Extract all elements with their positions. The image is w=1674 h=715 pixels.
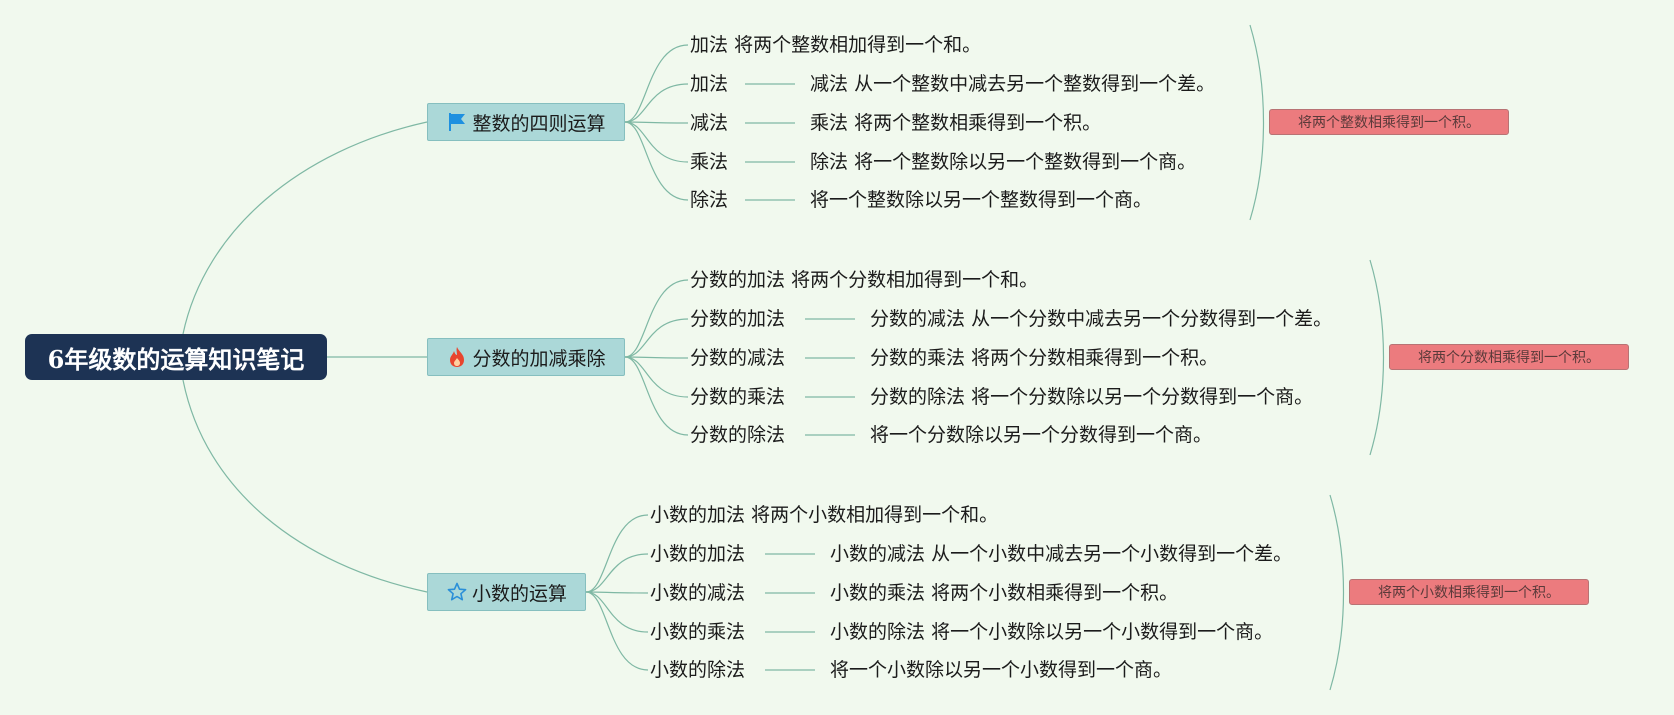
edge-branch-2-row-4 [585, 591, 649, 671]
edge-branch-0-row-3 [624, 121, 689, 163]
integer-row-4-right[interactable]: 将一个整数除以另一个整数得到一个商。 [810, 189, 1153, 211]
fraction-row-1-desc: 从一个分数中减去另一个分数得到一个差。 [971, 308, 1333, 330]
decimal-top-item[interactable]: 小数的加法 将两个小数相加得到一个和。 [650, 502, 998, 528]
edge-branch-2-row-1 [585, 553, 649, 593]
fraction-row-2-op: 分数的乘法 [870, 347, 966, 369]
decimal-row-1-right[interactable]: 小数的减法 从一个小数中减去另一个小数得到一个差。 [830, 541, 1292, 567]
edge-root-integer [182, 121, 428, 335]
integer-row-2-left[interactable]: 减法 [690, 112, 729, 134]
branch-fraction-label: 分数的加减乘除 [472, 347, 606, 370]
root-topic-label: 6年级数的运算知识笔记 [47, 344, 305, 374]
fraction-top-op: 分数的加法 [690, 269, 786, 291]
fire-icon [446, 346, 468, 368]
edge-root-decimal [182, 379, 428, 593]
decimal-row-2-left[interactable]: 小数的减法 [650, 582, 746, 604]
integer-top-desc: 将两个整数相加得到一个和。 [734, 34, 982, 56]
fraction-row-4-right[interactable]: 将一个分数除以另一个分数得到一个商。 [870, 424, 1213, 446]
edge-branch-1-row-4 [624, 356, 689, 436]
decimal-top-desc: 将两个小数相加得到一个和。 [751, 504, 999, 526]
integer-row-2-right[interactable]: 乘法 将两个整数相乘得到一个积。 [810, 110, 1101, 136]
decimal-row-3-desc: 将一个小数除以另一个小数得到一个商。 [931, 621, 1274, 643]
edge-branch-2-row-0 [585, 514, 649, 593]
edge-branch-0-row-1 [624, 83, 689, 123]
decimal-note[interactable]: 将两个小数相乘得到一个积。 [1349, 579, 1589, 605]
edge-branch-2-row-3 [585, 591, 649, 633]
edge-branch-0-row-0 [624, 44, 689, 123]
summary-bracket-1 [1369, 259, 1385, 456]
decimal-row-2-right[interactable]: 小数的乘法 将两个小数相乘得到一个积。 [830, 580, 1178, 606]
branch-decimal-label: 小数的运算 [471, 582, 567, 605]
integer-row-2-desc: 将两个整数相乘得到一个积。 [854, 112, 1102, 134]
decimal-row-2-op: 小数的乘法 [830, 582, 926, 604]
integer-row-3-right[interactable]: 除法 将一个整数除以另一个整数得到一个商。 [810, 149, 1196, 175]
edge-branch-0-row-4 [624, 121, 689, 201]
decimal-row-1-desc: 从一个小数中减去另一个小数得到一个差。 [931, 543, 1293, 565]
decimal-row-1-left[interactable]: 小数的加法 [650, 543, 746, 565]
edge-branch-1-row-2 [624, 356, 689, 359]
integer-row-2-op: 乘法 [810, 112, 849, 134]
branch-decimal[interactable]: 小数的运算 [427, 573, 586, 611]
root-topic[interactable]: 6年级数的运算知识笔记 [25, 334, 327, 380]
integer-note[interactable]: 将两个整数相乘得到一个积。 [1269, 109, 1509, 135]
fraction-top-item[interactable]: 分数的加法 将两个分数相加得到一个和。 [690, 267, 1038, 293]
fraction-note[interactable]: 将两个分数相乘得到一个积。 [1389, 344, 1629, 370]
integer-row-3-desc: 将一个整数除以另一个整数得到一个商。 [854, 151, 1197, 173]
fraction-row-2-right[interactable]: 分数的乘法 将两个分数相乘得到一个积。 [870, 345, 1218, 371]
integer-top-op: 加法 [690, 34, 729, 56]
decimal-row-4-left[interactable]: 小数的除法 [650, 659, 746, 681]
integer-row-1-desc: 从一个整数中减去另一个整数得到一个差。 [854, 73, 1216, 95]
fraction-row-3-right[interactable]: 分数的除法 将一个分数除以另一个分数得到一个商。 [870, 384, 1313, 410]
summary-bracket-2 [1329, 494, 1345, 691]
fraction-row-1-op: 分数的减法 [870, 308, 966, 330]
edge-branch-2-row-2 [585, 591, 649, 594]
decimal-row-3-left[interactable]: 小数的乘法 [650, 621, 746, 643]
edge-branch-1-row-1 [624, 318, 689, 358]
fraction-row-2-desc: 将两个分数相乘得到一个积。 [971, 347, 1219, 369]
fraction-row-4-left[interactable]: 分数的除法 [690, 424, 786, 446]
edge-branch-0-row-2 [624, 121, 689, 124]
decimal-row-3-op: 小数的除法 [830, 621, 926, 643]
integer-row-1-left[interactable]: 加法 [690, 73, 729, 95]
fraction-row-1-right[interactable]: 分数的减法 从一个分数中减去另一个分数得到一个差。 [870, 306, 1332, 332]
fraction-row-3-desc: 将一个分数除以另一个分数得到一个商。 [971, 386, 1314, 408]
integer-row-1-right[interactable]: 减法 从一个整数中减去另一个整数得到一个差。 [810, 71, 1215, 97]
decimal-top-op: 小数的加法 [650, 504, 746, 526]
decimal-row-3-right[interactable]: 小数的除法 将一个小数除以另一个小数得到一个商。 [830, 619, 1273, 645]
summary-bracket-0 [1249, 24, 1265, 221]
decimal-row-4-right[interactable]: 将一个小数除以另一个小数得到一个商。 [830, 659, 1173, 681]
star-icon [446, 581, 468, 603]
integer-row-3-left[interactable]: 乘法 [690, 151, 729, 173]
integer-top-item[interactable]: 加法 将两个整数相加得到一个和。 [690, 32, 981, 58]
fraction-top-desc: 将两个分数相加得到一个和。 [791, 269, 1039, 291]
edge-branch-1-row-3 [624, 356, 689, 398]
flag-icon [446, 111, 468, 133]
decimal-row-1-op: 小数的减法 [830, 543, 926, 565]
fraction-row-1-left[interactable]: 分数的加法 [690, 308, 786, 330]
fraction-row-2-left[interactable]: 分数的减法 [690, 347, 786, 369]
integer-row-3-op: 除法 [810, 151, 849, 173]
decimal-row-2-desc: 将两个小数相乘得到一个积。 [931, 582, 1179, 604]
fraction-row-3-op: 分数的除法 [870, 386, 966, 408]
branch-integer-label: 整数的四则运算 [472, 112, 606, 135]
edge-branch-1-row-0 [624, 279, 689, 358]
fraction-row-3-left[interactable]: 分数的乘法 [690, 386, 786, 408]
branch-integer[interactable]: 整数的四则运算 [427, 103, 625, 141]
integer-row-4-left[interactable]: 除法 [690, 189, 729, 211]
integer-row-1-op: 减法 [810, 73, 849, 95]
branch-fraction[interactable]: 分数的加减乘除 [427, 338, 625, 376]
